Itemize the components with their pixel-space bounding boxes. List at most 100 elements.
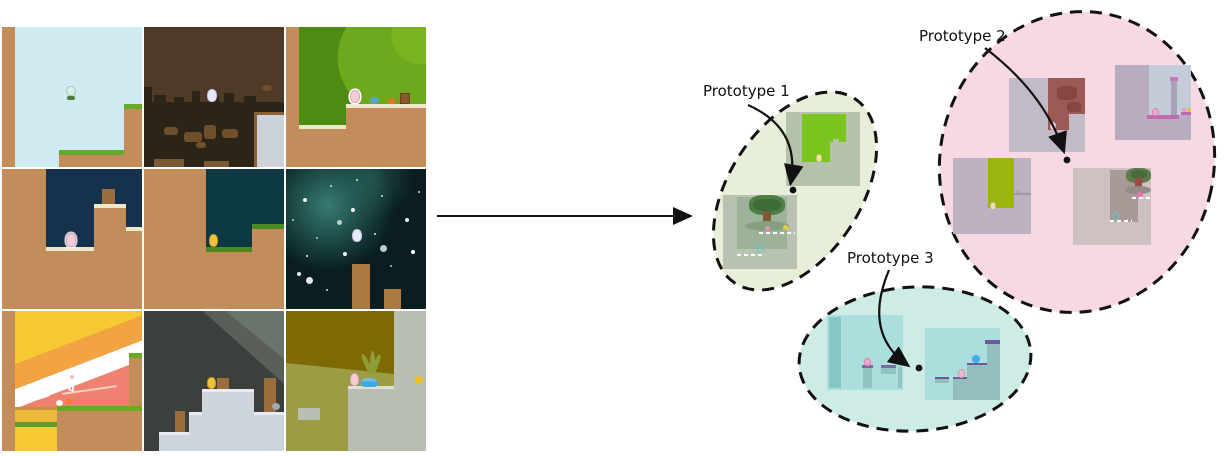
light-streak bbox=[18, 394, 50, 406]
cave-blob bbox=[164, 127, 178, 135]
terrain-platform bbox=[57, 406, 142, 451]
item-orange bbox=[66, 399, 72, 404]
sky-opening bbox=[126, 169, 142, 231]
tree-canopy-dark bbox=[753, 199, 781, 211]
cave-rock bbox=[244, 96, 256, 103]
prototype-1-point bbox=[789, 186, 797, 194]
pillar-small bbox=[384, 289, 401, 309]
maroon-blob bbox=[1057, 86, 1077, 100]
stone-column bbox=[987, 342, 1000, 400]
cluster1-thumbnail-tree bbox=[723, 195, 797, 269]
grid-tile-cave bbox=[144, 27, 284, 167]
grid-tile-greycave bbox=[144, 311, 284, 451]
grid-tile-cavern bbox=[144, 169, 284, 309]
yellow-item bbox=[783, 225, 788, 230]
stone-bump bbox=[833, 139, 839, 142]
stone-step bbox=[830, 142, 846, 162]
maroon-blob bbox=[1067, 102, 1081, 112]
player-character bbox=[209, 234, 218, 247]
player-leg bbox=[67, 382, 71, 392]
column-cap bbox=[985, 340, 1000, 344]
grid-tile-olive bbox=[286, 311, 426, 451]
pillar bbox=[863, 367, 872, 388]
ground-green-stripe bbox=[15, 422, 57, 427]
pillar bbox=[175, 411, 185, 432]
cavern-opening bbox=[252, 169, 284, 229]
cave-blob bbox=[262, 85, 272, 91]
terrain-left-wall bbox=[2, 27, 15, 167]
yellow-item bbox=[1187, 108, 1191, 112]
ground-line bbox=[15, 407, 57, 410]
stone-step bbox=[1069, 114, 1085, 130]
cluster1-thumbnail-green bbox=[786, 112, 860, 186]
player-character bbox=[864, 358, 871, 366]
grid-tile-sunset bbox=[2, 311, 142, 451]
player-character bbox=[350, 90, 360, 103]
item-grey-ball bbox=[272, 403, 280, 410]
cave-ledge bbox=[204, 161, 229, 167]
item-egg bbox=[56, 400, 63, 406]
platform-edge bbox=[1132, 197, 1151, 199]
player-character bbox=[990, 202, 996, 210]
player-character bbox=[207, 89, 217, 102]
terrain-lower-block bbox=[299, 125, 346, 167]
item-crate bbox=[400, 93, 410, 104]
cave-rock bbox=[144, 87, 152, 103]
cave-rock bbox=[224, 93, 234, 103]
player-character bbox=[352, 229, 362, 242]
terrain-right-platform bbox=[124, 104, 142, 167]
player-character bbox=[958, 369, 965, 378]
pink-platform bbox=[1147, 115, 1179, 119]
stone-step bbox=[202, 389, 254, 451]
terrain-main-platform bbox=[346, 104, 426, 167]
grid-tile-sky bbox=[2, 27, 142, 167]
cave-rock bbox=[174, 97, 184, 103]
prototype-3-point bbox=[915, 364, 923, 372]
cluster3-thumbnail-right bbox=[925, 328, 1000, 400]
ground-mustard bbox=[15, 410, 57, 422]
player-feet bbox=[67, 96, 75, 100]
prototype-3-label: Prototype 3 bbox=[847, 249, 934, 267]
pink-item bbox=[1182, 108, 1186, 112]
player-character bbox=[816, 154, 822, 162]
player-character bbox=[1152, 108, 1159, 116]
item-green bbox=[395, 99, 400, 104]
pillar-block bbox=[102, 189, 115, 204]
player-character-outline bbox=[757, 245, 763, 253]
teal-column bbox=[829, 317, 841, 388]
pillar bbox=[352, 264, 370, 309]
player-character bbox=[207, 377, 216, 389]
pillar-block bbox=[217, 378, 229, 389]
ground-yellow bbox=[15, 427, 57, 451]
ledge-edge bbox=[1014, 193, 1031, 195]
grid-tile-space bbox=[286, 169, 426, 309]
terrain-left-wall bbox=[286, 27, 299, 167]
stone-platform bbox=[348, 386, 394, 451]
item-blue-ball bbox=[370, 97, 379, 104]
player-character bbox=[66, 86, 76, 96]
terrain-bottom-platform bbox=[59, 150, 124, 167]
prototype-1-ellipse bbox=[711, 90, 879, 292]
prototype-2-label: Prototype 2 bbox=[919, 27, 1006, 45]
sliver bbox=[898, 367, 902, 388]
player-character bbox=[1050, 122, 1056, 130]
platform-edge bbox=[759, 232, 795, 234]
item-yellow-ball bbox=[415, 376, 423, 384]
player-character-outline bbox=[1113, 212, 1119, 220]
player-character-halo bbox=[66, 371, 78, 383]
pink-item bbox=[765, 226, 770, 231]
cave-rock bbox=[154, 95, 166, 103]
prototype-2-point bbox=[1063, 156, 1071, 164]
stone-notch bbox=[298, 408, 320, 420]
cave-rock bbox=[192, 91, 200, 103]
cluster2-thumbnail-maroon bbox=[1009, 78, 1085, 152]
cluster2-thumbnail-tree bbox=[1073, 168, 1151, 245]
item-blue-ball bbox=[972, 355, 980, 363]
platform bbox=[881, 365, 896, 374]
pink-platform-small bbox=[1181, 112, 1191, 115]
platform-edge bbox=[737, 254, 763, 256]
terrain-left-wall bbox=[2, 311, 15, 451]
item-blue-vehicle bbox=[361, 378, 378, 387]
cave-blob bbox=[222, 129, 238, 138]
